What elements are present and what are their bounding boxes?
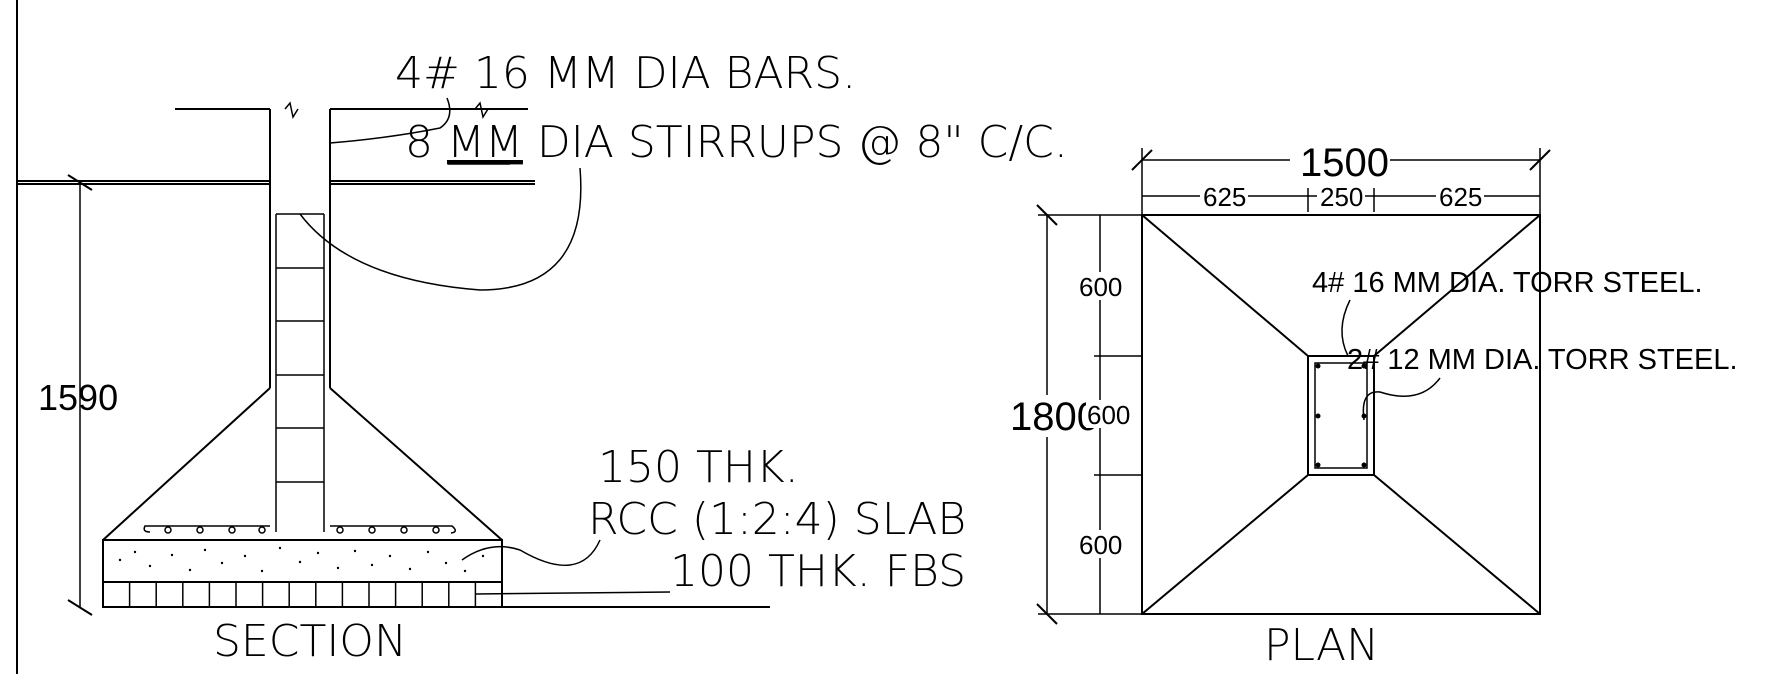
plan-width-tick-l	[1131, 149, 1153, 171]
plan-diagonal-bl	[1141, 474, 1309, 615]
plan-height-tick-bottom	[1036, 603, 1058, 625]
plan-subdim-left: 625	[1203, 182, 1246, 212]
plan-sidedim-top: 600	[1079, 272, 1122, 302]
footing-left-slope	[102, 387, 271, 541]
footing-right-slope	[329, 387, 503, 541]
plan-view: 1500 625 250 625 1800 600 600 600 4# 16 …	[1010, 141, 1738, 671]
break-mark-right	[474, 101, 489, 119]
plan-subdim-mask-2	[1317, 184, 1365, 208]
plan-subdim-mask-1	[1200, 184, 1248, 208]
plan-sidedim-mask-1	[1078, 272, 1122, 300]
slab-note-thickness: 150 THK.	[598, 442, 799, 493]
fbs-brick-joints	[128, 582, 477, 607]
rcc-slab	[102, 539, 503, 583]
plan-sidedim-mask-2	[1086, 400, 1130, 428]
stirrups-leader	[299, 167, 582, 291]
stirrups-note: 8 MM DIA STIRRUPS @ 8" C/C.	[405, 117, 1068, 168]
plan-sidedim-bottom: 600	[1079, 530, 1122, 560]
plan-column-outer	[1307, 355, 1375, 476]
height-dim-tick-bottom	[67, 599, 93, 616]
slab-hatch	[118, 546, 485, 573]
slab-bar-dots	[164, 526, 440, 534]
steel-leader-2	[1362, 377, 1441, 421]
fbs-leader	[474, 591, 671, 595]
plan-diagonal-tr	[1373, 214, 1541, 357]
plan-subdim-mask-3	[1436, 184, 1484, 208]
plan-column-inner	[1314, 362, 1368, 469]
plan-subdim-center: 250	[1320, 182, 1363, 212]
slab-note-rcc: RCC (1:2:4) SLAB	[588, 494, 966, 545]
plan-height-mask	[1010, 395, 1086, 437]
slab-leader	[461, 539, 601, 567]
break-mark-left	[284, 101, 299, 119]
plan-height-dim: 1800	[1010, 395, 1099, 439]
plan-footing-outline	[1141, 214, 1541, 615]
plan-height-tick-top	[1036, 204, 1058, 226]
slab-bar-right	[330, 525, 456, 534]
section-view: 1590 4# 16 MM DIA BARS. 8 MM DIA STIRRUP…	[17, 48, 1068, 667]
plan-width-tick-r	[1529, 149, 1551, 171]
stirrups-note-post: DIA STIRRUPS @ 8" C/C.	[523, 117, 1068, 168]
fbs-note: 100 THK. FBS	[670, 546, 966, 597]
steel-leader-1	[1341, 299, 1351, 357]
plan-sidedim-mask-3	[1078, 530, 1122, 558]
steel-note-1: 4# 16 MM DIA. TORR STEEL.	[1312, 267, 1703, 299]
slab-bar-left	[143, 525, 270, 533]
section-title: SECTION	[213, 616, 407, 667]
bars-leader	[329, 97, 451, 144]
plan-subdim-right: 625	[1439, 182, 1482, 212]
plan-diagonal-tl	[1141, 214, 1309, 357]
height-dim-tick-top	[67, 174, 93, 191]
stirrups-note-mm: MM	[447, 117, 523, 168]
steel-note-2: 2# 12 MM DIA. TORR STEEL.	[1347, 344, 1738, 376]
plan-column-bars	[1315, 363, 1367, 468]
plan-diagonal-br	[1373, 474, 1541, 615]
fbs-layer	[102, 581, 503, 608]
section-height-dim: 1590	[38, 377, 118, 418]
stirrups-note-pre: 8	[405, 117, 447, 168]
plan-width-dim: 1500	[1300, 141, 1389, 185]
bars-note: 4# 16 MM DIA BARS.	[395, 48, 856, 99]
stirrups	[276, 213, 324, 483]
plan-title: PLAN	[1264, 620, 1379, 671]
plan-sidedim-middle: 600	[1087, 400, 1130, 430]
